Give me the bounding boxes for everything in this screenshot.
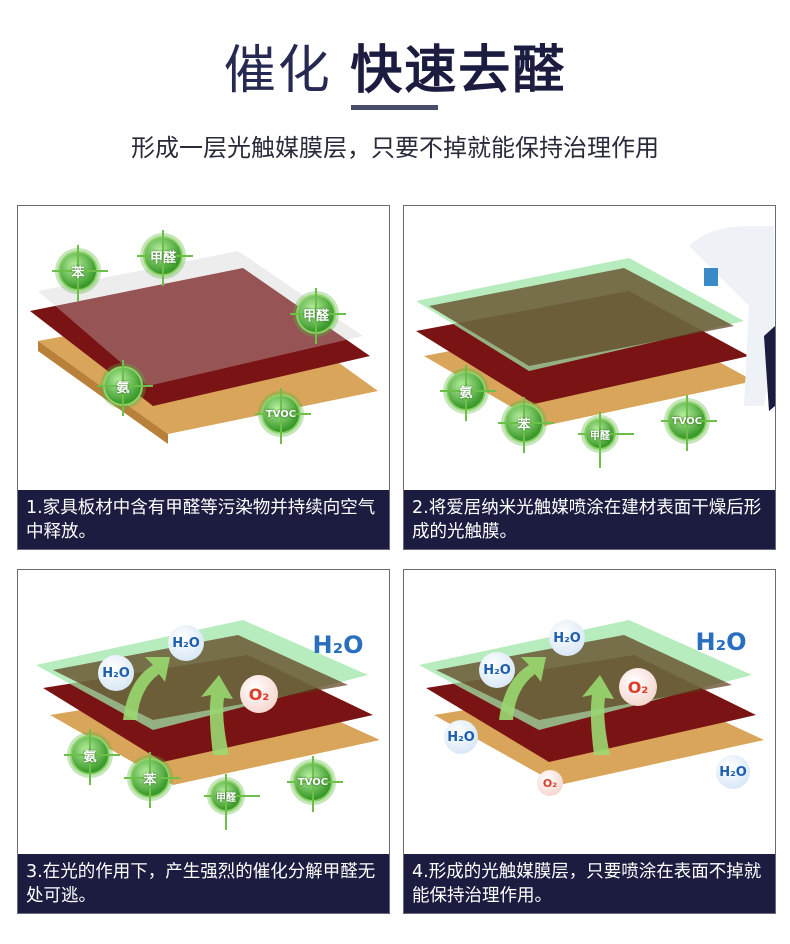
oxygen-molecule: O₂ bbox=[619, 668, 657, 706]
step-panel-1: 苯 甲醛 甲醛 氨 TVOC 1.家具板材中含有甲醛等污染物并持续向空气中释放。 bbox=[17, 205, 390, 550]
step-caption: 1.家具板材中含有甲醛等污染物并持续向空气中释放。 bbox=[18, 490, 389, 549]
board-illustration bbox=[419, 620, 764, 785]
step-caption: 3.在光的作用下，产生强烈的催化分解甲醛无处可逃。 bbox=[18, 854, 389, 913]
ammonia-badge: 氨 bbox=[97, 360, 153, 416]
water-molecule: H₂O bbox=[444, 720, 478, 754]
benzene-badge: 苯 bbox=[498, 397, 554, 453]
benzene-badge: 苯 bbox=[52, 245, 108, 301]
oxygen-molecule: O₂ bbox=[240, 675, 278, 713]
water-molecule: H₂O bbox=[716, 755, 750, 789]
step-caption: 4.形成的光触媒膜层，只要喷涂在表面不掉就能保持治理作用。 bbox=[404, 854, 775, 913]
water-molecule: H₂O bbox=[168, 625, 204, 661]
water-molecule: H₂O bbox=[312, 631, 364, 659]
board-illustration bbox=[30, 251, 378, 444]
step-caption: 2.将爱居纳米光触媒喷涂在建材表面干燥后形成的光触膜。 bbox=[404, 490, 775, 549]
water-molecule: H₂O bbox=[695, 628, 747, 656]
formaldehyde-badge: 甲醛 bbox=[290, 288, 346, 344]
water-molecule: H₂O bbox=[549, 620, 585, 656]
tvoc-badge: TVOC bbox=[661, 395, 717, 451]
oxygen-molecule: O₂ bbox=[537, 770, 563, 796]
board-illustration bbox=[416, 226, 775, 426]
ammonia-badge: 氨 bbox=[440, 365, 496, 421]
step-panel-4: H₂O H₂O O₂ H₂O H₂O H₂O O₂ 4.形成的光触媒膜层，只要喷… bbox=[403, 569, 776, 914]
tvoc-badge: TVOC bbox=[287, 756, 343, 812]
tvoc-badge: TVOC bbox=[255, 388, 311, 444]
formaldehyde-badge: 甲醛 bbox=[204, 774, 260, 830]
board-illustration bbox=[36, 620, 380, 785]
step-panel-3: H₂O H₂O O₂ H₂O 氨 苯 甲醛 TVOC 3.在光的作用下，产生强烈… bbox=[17, 569, 390, 914]
step-panel-2: 氨 苯 甲醛 TVOC 2.将爱居纳米光触媒喷涂在建材表面干燥后形成的光触膜。 bbox=[403, 205, 776, 550]
water-molecule: H₂O bbox=[479, 652, 515, 688]
ammonia-badge: 氨 bbox=[64, 729, 120, 785]
subtitle: 形成一层光触媒膜层，只要不掉就能保持治理作用 bbox=[131, 134, 659, 162]
water-molecule: H₂O bbox=[98, 655, 134, 691]
formaldehyde-badge: 甲醛 bbox=[137, 230, 193, 286]
page-title: 催化 快速去醛 bbox=[223, 41, 567, 101]
benzene-badge: 苯 bbox=[124, 752, 180, 808]
formaldehyde-badge: 甲醛 bbox=[578, 412, 634, 468]
title-divider bbox=[351, 105, 438, 110]
